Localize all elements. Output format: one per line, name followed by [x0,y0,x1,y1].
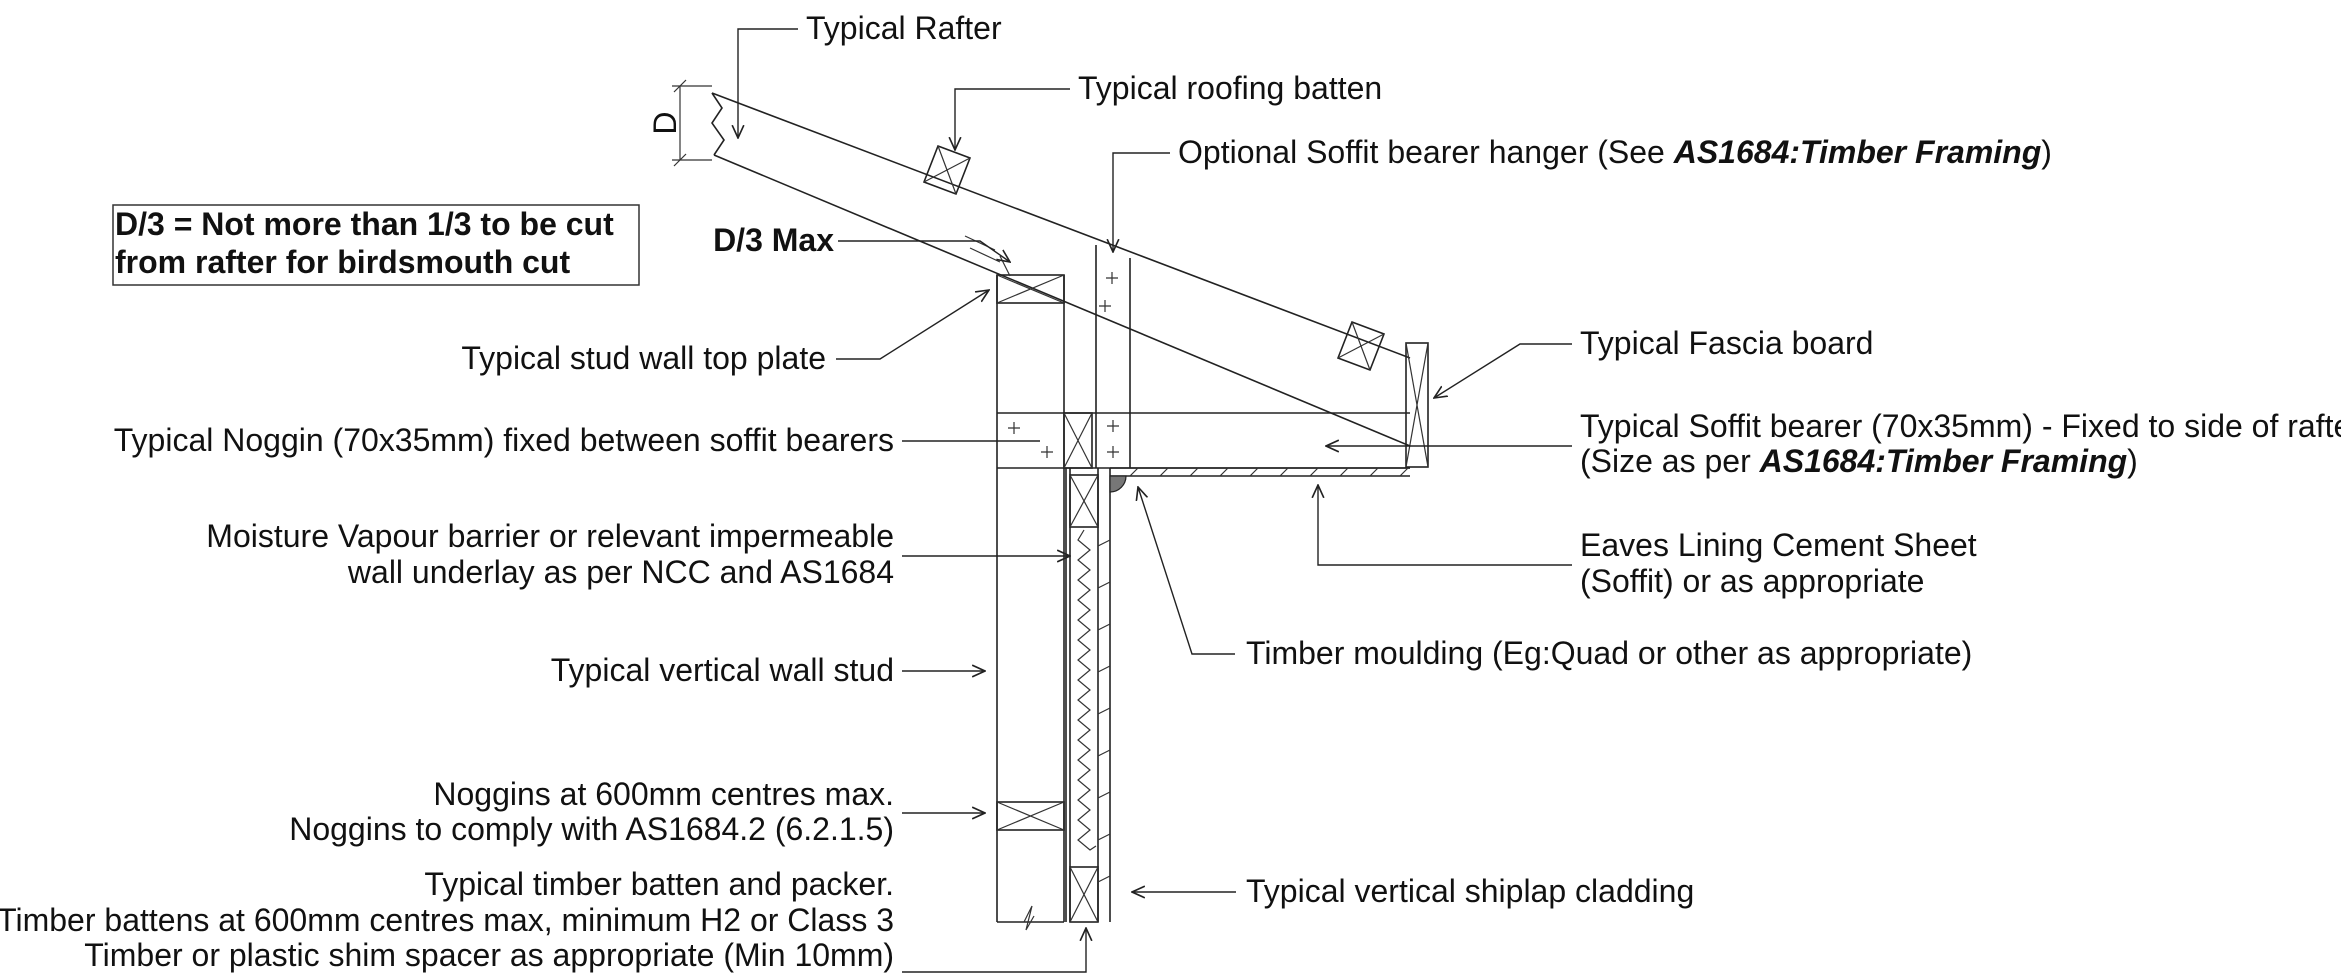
wall-stud [996,275,1065,931]
soffit-bearer-hanger [1095,245,1131,468]
label-eaves-lining-2: (Soffit) or as appropriate [1580,563,1924,599]
label-soffit-bearer-1: Typical Soffit bearer (70x35mm) - Fixed … [1580,408,2341,444]
label-vertical-stud: Typical vertical wall stud [551,652,894,688]
note-box [112,204,640,286]
roofing-batten-lower [1336,320,1386,372]
label-noggins-2: Noggins to comply with AS1684.2 (6.2.1.5… [289,811,894,847]
label-stud-top-plate: Typical stud wall top plate [461,340,826,376]
wall-noggin [996,801,1065,831]
label-noggins-1: Noggins at 600mm centres max. [433,776,894,812]
stud-top-plate [996,274,1065,304]
d-dimension [672,79,712,167]
label-noggin-soffit: Typical Noggin (70x35mm) fixed between s… [114,422,894,458]
fascia-board [1405,342,1429,468]
label-soffit-bearer-2: (Size as per AS1684:Timber Framing) [1580,443,2138,479]
label-typical-rafter: Typical Rafter [806,10,1002,46]
label-timber-moulding: Timber moulding (Eg:Quad or other as app… [1246,635,1972,671]
soffit-bearer [997,412,1410,469]
leader-lines [738,28,1572,973]
label-soffit-hanger: Optional Soffit bearer hanger (See AS168… [1178,134,2052,170]
label-batten-2: Timber battens at 600mm centres max, min… [0,902,894,938]
label-batten-3: Timber or plastic shim spacer as appropr… [84,937,894,973]
d-dimension-label: D [647,111,683,134]
label-fascia-board: Typical Fascia board [1580,325,1873,361]
label-vapour-barrier-1: Moisture Vapour barrier or relevant impe… [206,518,894,554]
label-shiplap: Typical vertical shiplap cladding [1246,873,1694,909]
roofing-batten [922,144,972,196]
label-roofing-batten: Typical roofing batten [1078,70,1382,106]
note-line-1: D/3 = Not more than 1/3 to be cut [115,206,614,242]
label-batten-1: Typical timber batten and packer. [424,866,894,902]
label-vapour-barrier-2: wall underlay as per NCC and AS1684 [347,554,894,590]
note-line-2: from rafter for birdsmouth cut [115,244,570,280]
shiplap-cladding [1097,468,1111,922]
timber-batten [1069,468,1099,923]
label-eaves-lining-1: Eaves Lining Cement Sheet [1580,527,1977,563]
timber-moulding [1109,475,1127,493]
soffit-noggin [1008,412,1093,469]
eaves-lining [1110,467,1410,477]
label-d3-max: D/3 Max [713,222,834,258]
rafter [711,92,1411,447]
